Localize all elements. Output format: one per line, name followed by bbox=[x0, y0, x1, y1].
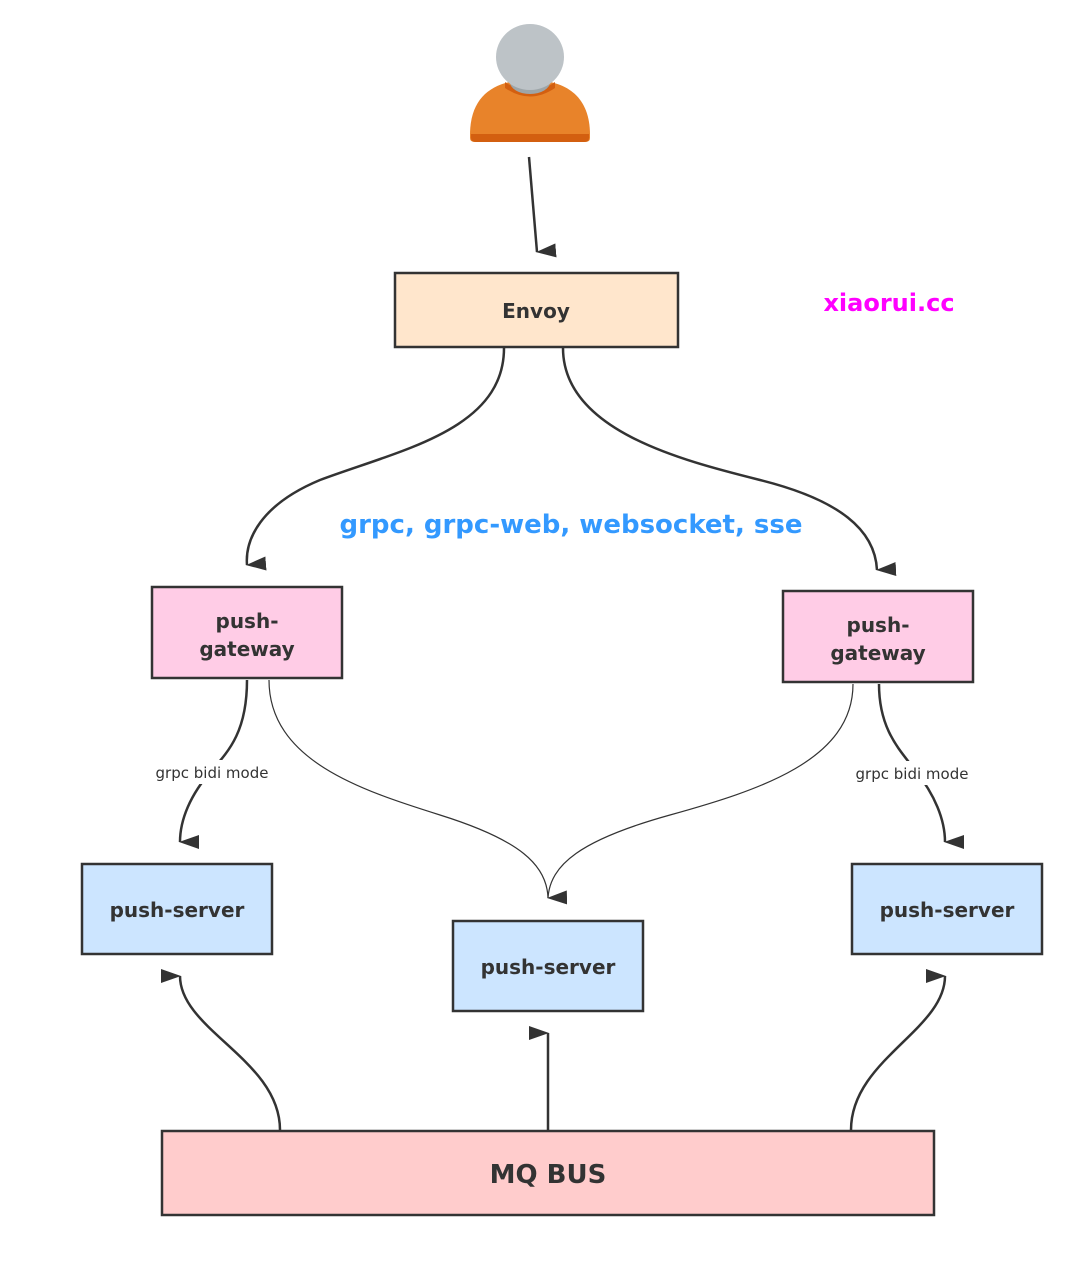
edge-mq-to-server-right bbox=[849, 968, 947, 1131]
bidi-left-label-bg bbox=[140, 760, 285, 784]
push-server-right-node[interactable]: push-server bbox=[850, 862, 1044, 956]
push-gateway-right-box bbox=[781, 589, 975, 684]
envoy-box bbox=[393, 271, 680, 349]
push-gateway-left-label-line2: gateway bbox=[199, 637, 294, 661]
push-gateway-right-label-line1: push- bbox=[847, 613, 910, 637]
push-gateway-left-label-line1: push- bbox=[216, 609, 279, 633]
push-gateway-left-node[interactable]: push- gateway bbox=[150, 585, 344, 680]
envoy-label: Envoy bbox=[502, 299, 570, 323]
protocols-label: grpc, grpc-web, websocket, sse bbox=[339, 510, 802, 540]
user-icon bbox=[470, 24, 590, 142]
bidi-right-label: grpc bidi mode bbox=[856, 765, 969, 783]
watermark: xiaorui.cc bbox=[823, 289, 954, 317]
mq-bus-label: MQ BUS bbox=[490, 1160, 607, 1190]
envoy-node[interactable]: Envoy bbox=[393, 271, 680, 349]
bidi-right-label-bg bbox=[840, 761, 985, 785]
push-server-middle-label: push-server bbox=[481, 955, 616, 979]
push-server-middle-box bbox=[451, 919, 645, 1013]
edge-envoy-to-gateway-left bbox=[245, 347, 506, 571]
push-server-left-node[interactable]: push-server bbox=[80, 862, 274, 956]
push-server-left-label: push-server bbox=[110, 898, 245, 922]
bidi-left-label: grpc bidi mode bbox=[156, 764, 269, 782]
push-server-left-box bbox=[80, 862, 274, 956]
edge-user-to-envoy bbox=[527, 156, 557, 258]
edge-envoy-to-gateway-right bbox=[561, 347, 897, 577]
edge-mq-to-server-left bbox=[160, 969, 282, 1131]
edge-gateway-left-to-server-middle bbox=[268, 679, 568, 905]
push-server-right-label: push-server bbox=[880, 898, 1015, 922]
mq-bus-box bbox=[160, 1129, 936, 1217]
push-server-middle-node[interactable]: push-server bbox=[451, 919, 645, 1013]
push-server-right-box bbox=[850, 862, 1044, 956]
push-gateway-right-node[interactable]: push- gateway bbox=[781, 589, 975, 684]
push-gateway-right-label-line2: gateway bbox=[830, 641, 925, 665]
edge-gateway-right-to-server-middle bbox=[547, 683, 854, 899]
push-gateway-left-box bbox=[150, 585, 344, 680]
mq-bus-node[interactable]: MQ BUS bbox=[160, 1129, 936, 1217]
